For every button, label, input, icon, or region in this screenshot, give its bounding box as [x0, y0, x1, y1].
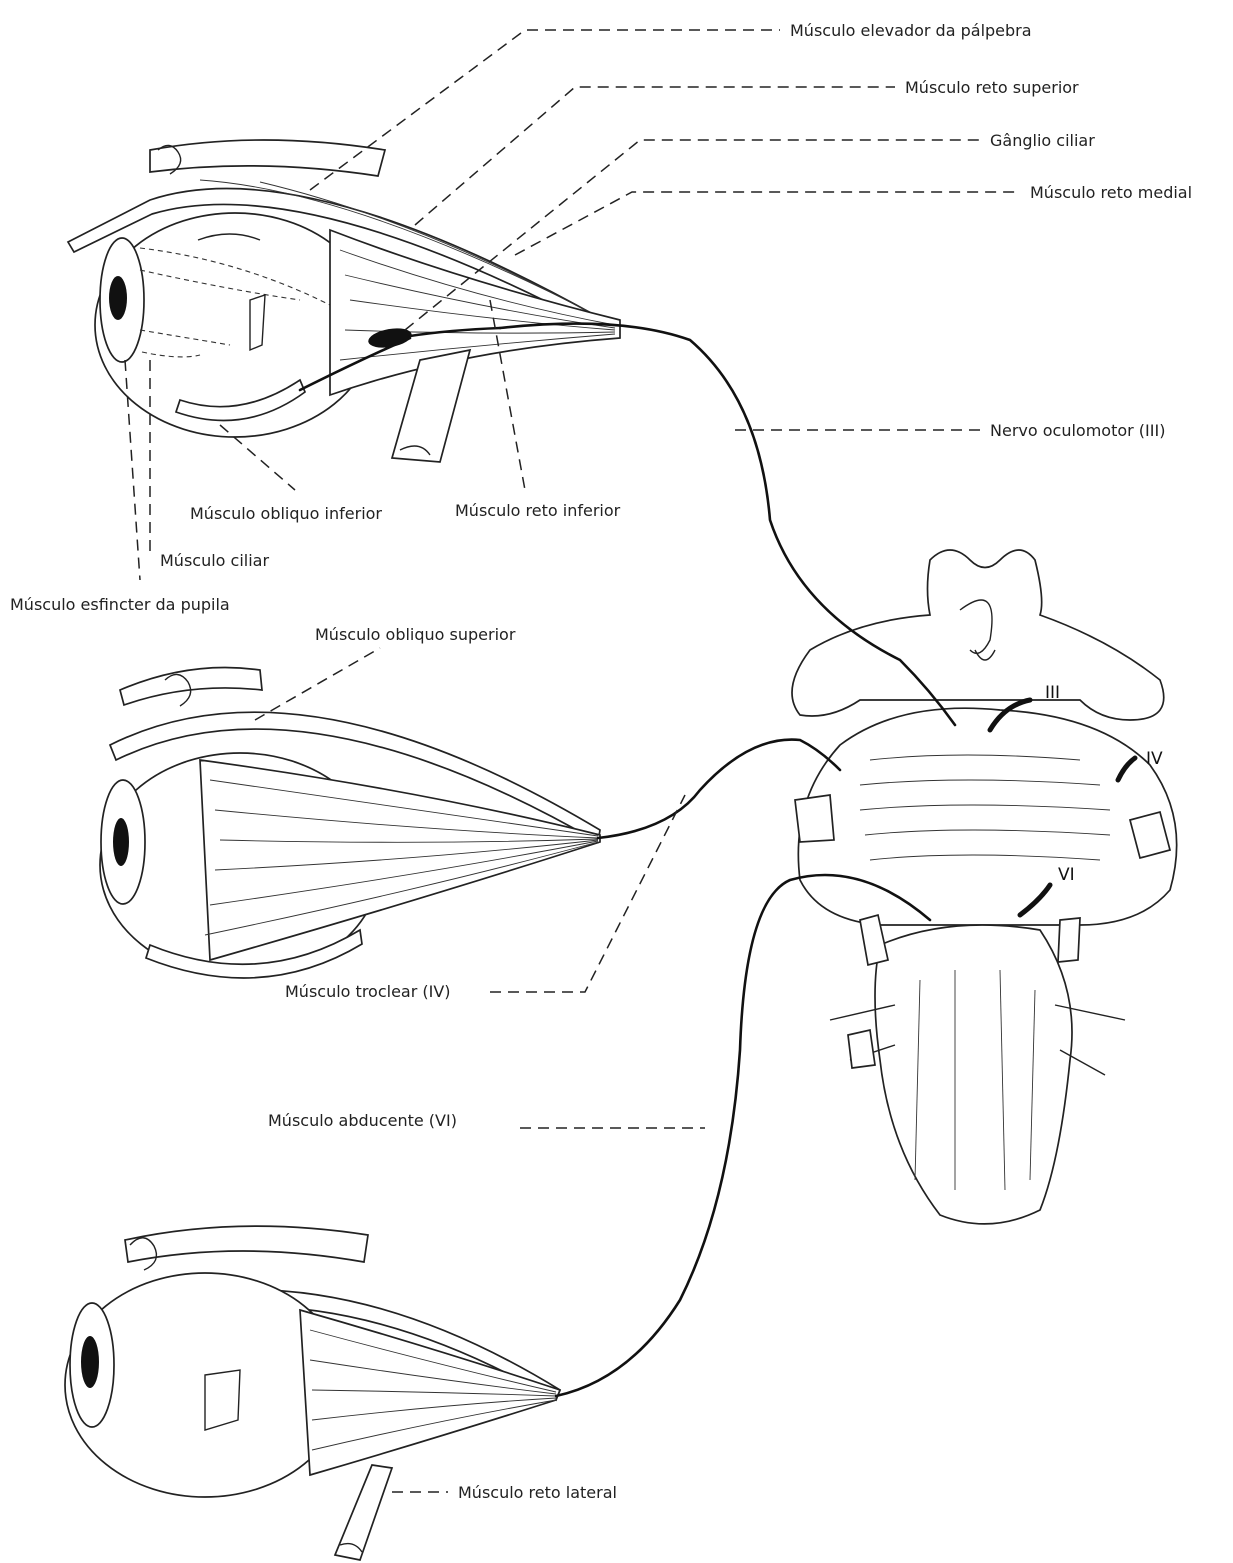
label-levator-palpebrae: Músculo elevador da pálpebra: [790, 21, 1032, 40]
label-inferior-oblique: Músculo obliquo inferior: [190, 504, 382, 523]
label-superior-oblique: Músculo obliquo superior: [315, 625, 516, 644]
label-inferior-rectus: Músculo reto inferior: [455, 501, 621, 520]
label-superior-rectus: Músculo reto superior: [905, 78, 1079, 97]
marker-III: III: [1045, 683, 1060, 703]
label-oculomotor-nerve: Nervo oculomotor (III): [990, 421, 1165, 440]
middle-eye-illustration: [100, 668, 600, 978]
label-lateral-rectus: Músculo reto lateral: [458, 1483, 617, 1502]
marker-VI: VI: [1058, 865, 1075, 885]
marker-IV: IV: [1146, 749, 1163, 769]
label-trochlear: Músculo troclear (IV): [285, 982, 451, 1001]
label-ciliary-ganglion: Gânglio ciliar: [990, 131, 1095, 150]
label-medial-rectus: Músculo reto medial: [1030, 183, 1192, 202]
bottom-eye-illustration: [65, 1226, 560, 1560]
label-ciliary-muscle: Músculo ciliar: [160, 551, 269, 570]
label-pupillary-sphincter: Músculo esfincter da pupila: [10, 595, 230, 614]
top-eye-illustration: [68, 140, 620, 462]
brainstem-illustration: [792, 550, 1177, 1224]
label-abducens: Músculo abducente (VI): [268, 1111, 457, 1130]
